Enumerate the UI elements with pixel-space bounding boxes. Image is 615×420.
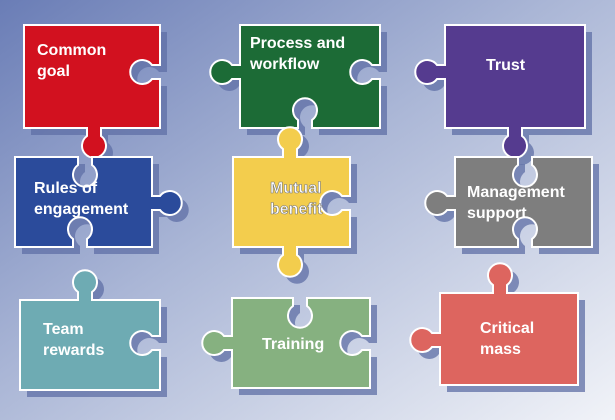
puzzle-piece-team-rewards: [19, 269, 167, 397]
puzzle-piece-training: [201, 297, 377, 395]
label-team-line2: rewards: [43, 342, 104, 359]
piece-shape: [14, 156, 183, 248]
puzzle-piece-mutual-benefit: [232, 126, 357, 284]
label-rules-line2: engagement: [34, 201, 129, 218]
label-process-line2: workflow: [249, 56, 320, 73]
label-management-line1: Management: [467, 184, 565, 201]
label-team-line1: Team: [43, 321, 84, 338]
label-process-line1: Process and: [250, 35, 345, 52]
label-rules-line1: Rules of: [34, 180, 98, 197]
puzzle-piece-critical-mass: [409, 262, 585, 392]
label-trust: Trust: [486, 57, 526, 74]
puzzle-piece-process-and-workflow: [209, 24, 387, 135]
label-mutual-line1: Mutual: [270, 180, 322, 197]
piece-shape: [424, 156, 593, 248]
puzzle-piece-common-goal: [23, 24, 167, 165]
piece-shape: [209, 24, 381, 129]
puzzle-piece-trust: [414, 24, 592, 165]
label-critical-line1: Critical: [480, 320, 534, 337]
label-common-goal-line1: Common: [37, 42, 106, 59]
piece-shape: [232, 126, 351, 278]
piece-shape: [414, 24, 586, 159]
label-management-line2: support: [467, 205, 527, 222]
piece-shape: [19, 269, 161, 391]
puzzle-piece-rules-of-engagement: [14, 156, 189, 254]
piece-shape: [201, 297, 371, 389]
label-mutual-line2: benefit: [270, 201, 323, 218]
puzzle-piece-management-support: [424, 156, 599, 254]
label-common-goal-line2: goal: [37, 63, 70, 80]
label-critical-line2: mass: [480, 341, 521, 358]
piece-shape: [23, 24, 161, 159]
piece-shape: [409, 262, 579, 386]
label-training: Training: [262, 336, 324, 353]
